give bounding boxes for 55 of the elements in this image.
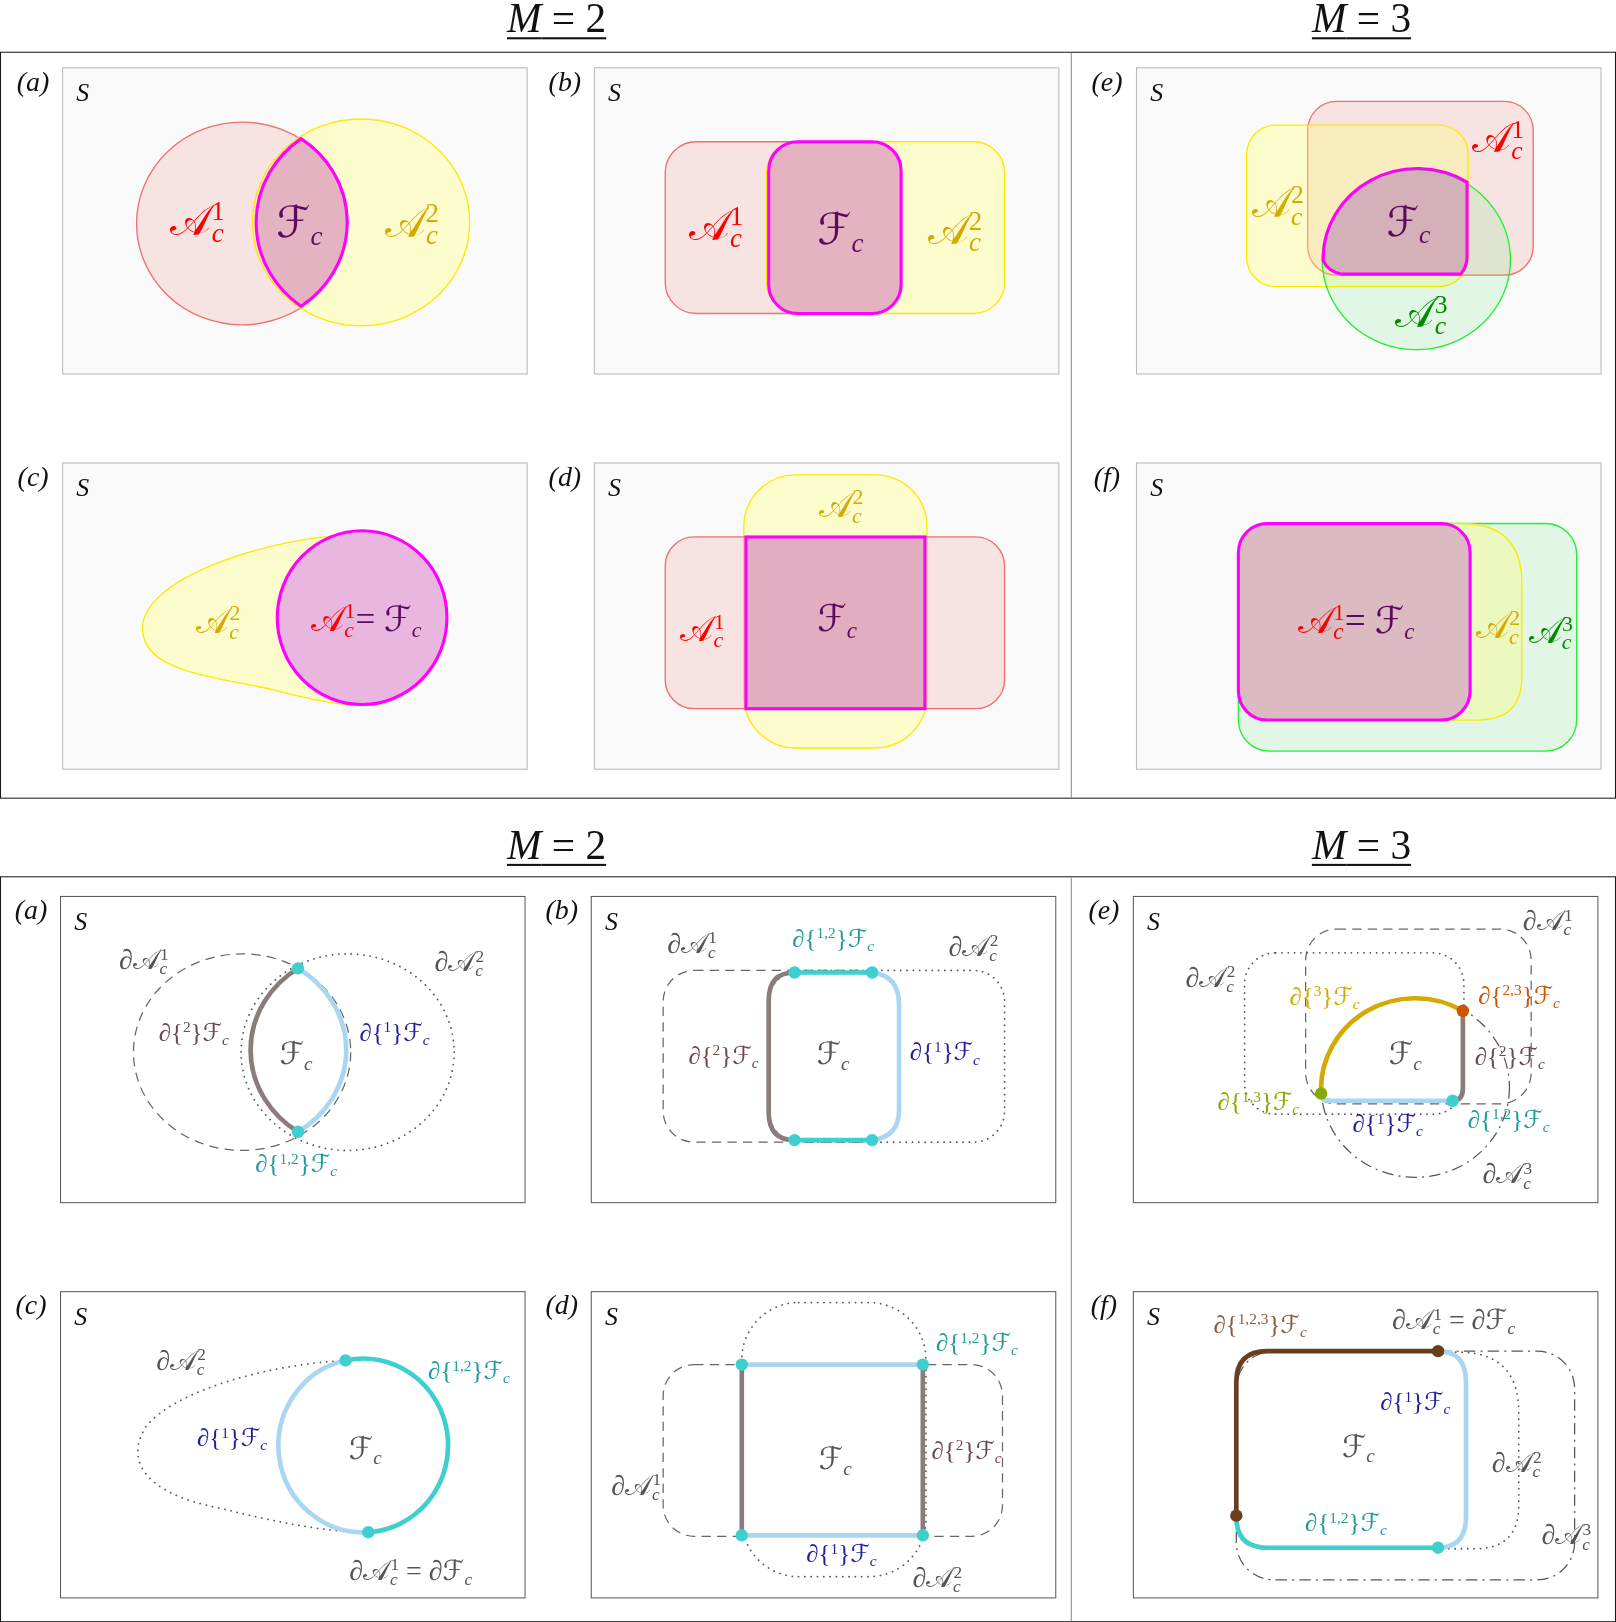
- math-label: ℱ$_{c}$: [817, 205, 864, 258]
- panel-letter: (f): [1093, 460, 1121, 493]
- panel-letter: (f): [1090, 1289, 1118, 1322]
- set-symbol: S: [604, 906, 618, 937]
- boundary-label: ∂{$^{1}$}ℱ$_{c}$: [196, 1424, 268, 1454]
- boundary-label: ∂{$^{1,2}$}ℱ$_{c}$: [255, 1150, 338, 1180]
- column-heading: M = 3: [1311, 0, 1412, 43]
- math-label: ℱ$_{c}$: [348, 1430, 382, 1468]
- boundary-label: ∂{$^{2}$}ℱ$_{c}$: [931, 1437, 1002, 1467]
- column-heading: M = 2: [507, 0, 607, 43]
- boundary-label: ∂𝒜$_{c}$$^{1}$ = ∂ℱ$_{c}$: [349, 1554, 473, 1589]
- set-symbol: S: [1150, 473, 1164, 504]
- panel-letter: (c): [15, 1289, 47, 1322]
- boundary-label: ∂{$^{1,2,3}$}ℱ$_{c}$: [1213, 1310, 1307, 1340]
- panel-letter: (d): [545, 1289, 579, 1322]
- boundary-label: ∂{$^{1}$}ℱ$_{c}$: [909, 1039, 980, 1068]
- math-label: ℱ$_{c}$: [817, 598, 858, 642]
- boundary-label: ∂{$^{1,3}$}ℱ$_{c}$: [1217, 1088, 1300, 1118]
- panel-letter: (b): [545, 894, 579, 927]
- boundary-label: ∂{$^{1,2}$}ℱ$_{c}$: [792, 925, 874, 955]
- boundary-label: ∂{$^{1}$}ℱ$_{c}$: [806, 1540, 877, 1570]
- set-symbol: S: [1147, 906, 1160, 937]
- column-heading: M = 3: [1311, 821, 1412, 870]
- panel-letter: (e): [1088, 894, 1120, 927]
- boundary-label: ∂𝒜$_{c}$$^{1}$ = ∂ℱ$_{c}$: [1392, 1304, 1516, 1338]
- panel-letter: (b): [548, 65, 582, 98]
- set-symbol: S: [74, 1302, 88, 1332]
- math-label: ℱ$_{c}$: [276, 197, 323, 250]
- math-label: 𝒜$_{c}$$^{1}$= ℱ$_{c}$: [1298, 599, 1415, 644]
- boundary-label: ∂{$^{2}$}ℱ$_{c}$: [1474, 1043, 1545, 1073]
- panel-letter: (d): [548, 460, 582, 493]
- boundary-label: ∂{$^{1,2}$}ℱ$_{c}$: [428, 1357, 510, 1387]
- panel-letter: (e): [1091, 65, 1123, 98]
- set-symbol: S: [604, 1302, 618, 1332]
- boundary-label: ∂{$^{1,2}$}ℱ$_{c}$: [936, 1329, 1018, 1359]
- boundary-label: ∂{$^{2,3}$}ℱ$_{c}$: [1478, 982, 1560, 1012]
- set-symbol: S: [1150, 78, 1164, 108]
- set-symbol: S: [76, 78, 90, 108]
- panel-letter: (a): [14, 894, 48, 927]
- set-symbol: S: [76, 473, 90, 504]
- math-label: ℱ$_{c}$: [279, 1036, 313, 1074]
- panel-letter: (c): [17, 460, 49, 493]
- boundary-label: ∂{$^{1}$}ℱ$_{c}$: [1352, 1110, 1423, 1140]
- column-heading: M = 2: [507, 821, 607, 870]
- set-symbol: S: [1147, 1302, 1160, 1332]
- boundary-label: ∂{$^{2}$}ℱ$_{c}$: [688, 1042, 759, 1072]
- boundary-label: ∂{$^{2}$}ℱ$_{c}$: [158, 1019, 229, 1049]
- boundary-label: ∂{$^{1,2}$}ℱ$_{c}$: [1467, 1106, 1550, 1136]
- panel-letter: (a): [16, 65, 50, 98]
- set-symbol: S: [74, 906, 88, 937]
- math-label: 𝒜$_{c}$$^{1}$= ℱ$_{c}$: [311, 598, 422, 641]
- boundary-label: ∂{$^{1}$}ℱ$_{c}$: [359, 1019, 430, 1049]
- set-symbol: S: [608, 78, 621, 108]
- math-label: ℱ$_{c}$: [1386, 199, 1431, 249]
- set-symbol: S: [608, 473, 621, 504]
